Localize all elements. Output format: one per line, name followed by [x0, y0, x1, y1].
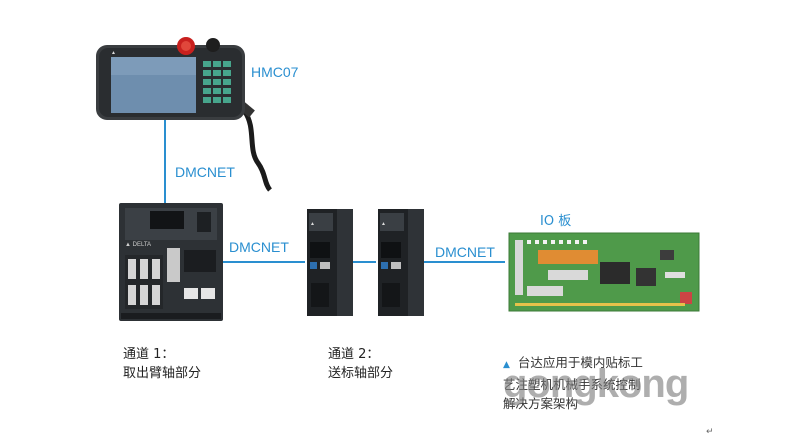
- channel-1-desc: 取出臂轴部分: [123, 364, 201, 383]
- dmcnet-vertical-label: DMCNET: [175, 164, 235, 180]
- channel-2-desc: 送标轴部分: [328, 364, 393, 383]
- servo-drive-2: ▲: [378, 209, 424, 316]
- channel-1-title: 通道 1：: [123, 345, 201, 364]
- svg-text:▲: ▲: [310, 221, 315, 227]
- svg-text:▲ DELTA: ▲ DELTA: [125, 242, 151, 248]
- servo-drive-1: ▲: [307, 209, 353, 316]
- dmcnet-right-label: DMCNET: [435, 244, 495, 260]
- svg-text:▲: ▲: [111, 50, 116, 56]
- watermark: gongkong: [503, 362, 688, 407]
- mode-key-icon: [206, 38, 220, 52]
- io-board: [509, 233, 699, 311]
- svg-text:▲: ▲: [381, 221, 386, 227]
- channel-2-caption: 通道 2： 送标轴部分: [328, 345, 393, 383]
- hmc07-label: HMC07: [251, 64, 298, 80]
- paragraph-mark: ↵: [706, 427, 714, 437]
- pendant-cable: [245, 112, 270, 190]
- motion-controller: ▲ DELTA: [119, 203, 223, 321]
- channel-2-title: 通道 2：: [328, 345, 393, 364]
- channel-1-caption: 通道 1： 取出臂轴部分: [123, 345, 201, 383]
- io-board-label: IO 板: [540, 210, 571, 229]
- dmcnet-left-label: DMCNET: [229, 239, 289, 255]
